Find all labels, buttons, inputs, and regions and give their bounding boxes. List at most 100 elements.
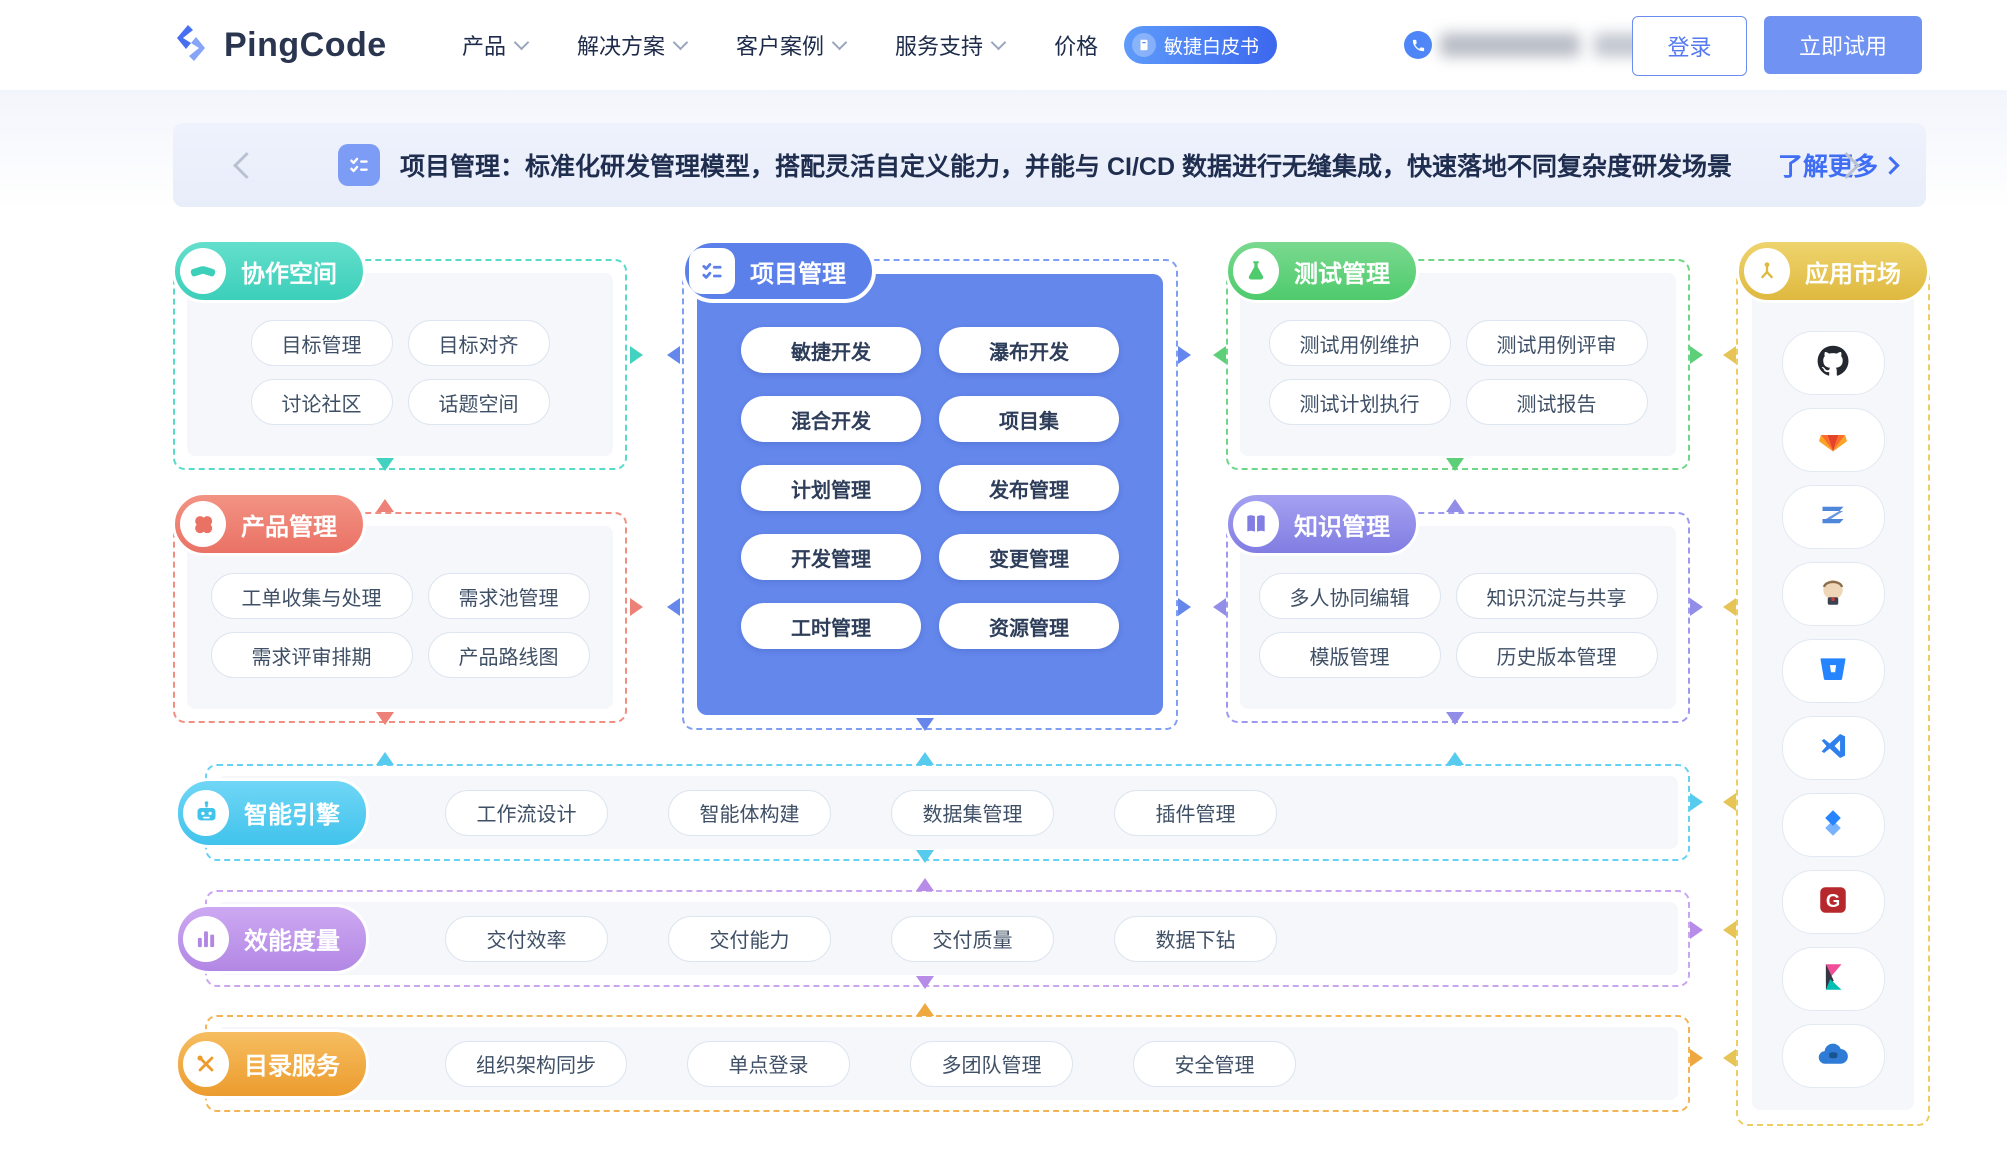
project-mgmt-header: 项目管理 <box>681 239 876 303</box>
connector-arrow <box>1213 598 1226 616</box>
logo-text: PingCode <box>224 25 387 64</box>
feature-chip: 工时管理 <box>741 603 921 649</box>
chevron-down-icon <box>831 34 848 51</box>
login-button[interactable]: 登录 <box>1632 16 1747 76</box>
app-pill <box>1781 562 1885 626</box>
connector-arrow <box>376 458 394 471</box>
ai-engine-section: 工作流设计 智能体构建 数据集管理 插件管理 智能引擎 <box>175 764 1690 861</box>
product-mgmt-section: 产品管理 工单收集与处理 需求池管理 需求评审排期 产品路线图 <box>172 492 627 723</box>
connector-arrow <box>1690 598 1703 616</box>
trial-button[interactable]: 立即试用 <box>1764 16 1922 74</box>
phone-number[interactable] <box>1404 31 1664 59</box>
connector-arrow <box>1446 752 1464 765</box>
app-pill <box>1781 408 1885 472</box>
feature-chip: 测试用例维护 <box>1268 320 1451 366</box>
banner-text: 项目管理：标准化研发管理模型，搭配灵活自定义能力，并能与 CI/CD 数据进行无… <box>400 153 1732 181</box>
metrics-section: 交付效率 交付能力 交付质量 数据下钻 效能度量 <box>175 890 1690 987</box>
feature-chip: 目标对齐 <box>407 320 550 366</box>
chevron-down-icon <box>513 34 530 51</box>
connector-arrow <box>630 346 643 364</box>
plug-icon <box>1744 248 1790 294</box>
feature-chip: 瀑布开发 <box>939 327 1119 373</box>
nav-item-customers[interactable]: 客户案例 <box>736 29 848 61</box>
nav-item-pricing[interactable]: 价格 <box>1054 34 1099 59</box>
tools-icon <box>183 1040 229 1087</box>
pingcode-logo-icon <box>170 22 212 69</box>
connector-arrow <box>667 346 680 364</box>
connector-arrow <box>376 752 394 765</box>
top-navbar: PingCode 产品 解决方案 客户案例 服务支持 价格 敏捷白皮书 登录 立… <box>0 0 2007 90</box>
feature-chip: 安全管理 <box>1133 1040 1296 1087</box>
ai-engine-header: 智能引擎 <box>175 777 369 848</box>
connector-arrow <box>916 976 934 989</box>
feature-chip: 混合开发 <box>741 396 921 442</box>
app-pill <box>1781 639 1885 703</box>
connector-arrow <box>1690 793 1703 811</box>
jira-icon <box>1816 806 1850 845</box>
handshake-icon <box>180 248 226 294</box>
feature-chip: 测试报告 <box>1465 379 1648 425</box>
feature-chip: 计划管理 <box>741 465 921 511</box>
feature-chip: 交付效率 <box>445 915 608 962</box>
connector-arrow <box>1446 458 1464 471</box>
whitepaper-badge[interactable]: 敏捷白皮书 <box>1124 26 1278 64</box>
jenkins-icon <box>1815 574 1851 615</box>
connector-arrow <box>1723 921 1736 939</box>
feature-chip: 组织架构同步 <box>445 1040 627 1087</box>
connector-arrow <box>916 752 934 765</box>
app-market-section: G 应用市场 <box>1736 239 1930 1126</box>
flower-icon <box>180 501 226 547</box>
test-mgmt-header: 测试管理 <box>1225 239 1419 303</box>
connector-arrow <box>1446 712 1464 725</box>
feature-chip: 智能体构建 <box>668 789 831 836</box>
directory-service-section: 组织架构同步 单点登录 多团队管理 安全管理 目录服务 <box>175 1015 1690 1112</box>
connector-arrow <box>916 878 934 891</box>
feature-chip: 多人协同编辑 <box>1258 573 1441 619</box>
feature-chip: 测试计划执行 <box>1268 379 1451 425</box>
banner-prev-button[interactable] <box>233 151 260 179</box>
pingcode-logo[interactable]: PingCode <box>170 0 387 90</box>
blurred-phone-digits <box>1440 33 1580 57</box>
feature-chip: 交付质量 <box>891 915 1054 962</box>
feature-chip: 发布管理 <box>939 465 1119 511</box>
app-pill: G <box>1781 870 1885 934</box>
feature-chip: 知识沉淀与共享 <box>1455 573 1658 619</box>
feature-chip: 多团队管理 <box>910 1040 1073 1087</box>
book-badge-icon <box>1132 33 1156 57</box>
connector-arrow <box>916 1003 934 1016</box>
collab-space-header: 协作空间 <box>172 239 366 303</box>
feature-chip: 敏捷开发 <box>741 327 921 373</box>
chevron-right-icon <box>1881 155 1900 175</box>
knowledge-mgmt-header: 知识管理 <box>1225 492 1419 556</box>
announcement-banner: 项目管理：标准化研发管理模型，搭配灵活自定义能力，并能与 CI/CD 数据进行无… <box>173 123 1926 207</box>
connector-arrow <box>1723 346 1736 364</box>
feature-chip: 话题空间 <box>407 379 550 425</box>
connector-arrow <box>1178 346 1191 364</box>
app-pill <box>1781 485 1885 549</box>
nav-menu: 产品 解决方案 客户案例 服务支持 价格 <box>462 0 1098 90</box>
test-mgmt-section: 测试管理 测试用例维护 测试用例评审 测试计划执行 测试报告 <box>1225 239 1690 470</box>
connector-arrow <box>1723 1049 1736 1067</box>
connector-arrow <box>1446 499 1464 512</box>
flask-icon <box>1233 248 1279 294</box>
zadig-icon <box>1815 497 1851 538</box>
connector-arrow <box>1213 346 1226 364</box>
feature-chip: 历史版本管理 <box>1455 632 1658 678</box>
bitbucket-icon <box>1816 652 1850 691</box>
app-pill <box>1781 716 1885 780</box>
nav-item-support[interactable]: 服务支持 <box>895 29 1007 61</box>
feature-chip: 插件管理 <box>1114 789 1277 836</box>
learn-more-link[interactable]: 了解更多 <box>1778 147 1900 183</box>
feature-chip: 测试用例评审 <box>1465 320 1648 366</box>
bar-chart-icon <box>183 915 229 962</box>
feature-chip: 工单收集与处理 <box>210 573 413 619</box>
nav-item-products[interactable]: 产品 <box>462 29 530 61</box>
checklist-icon <box>689 248 735 294</box>
robot-icon <box>183 789 229 836</box>
app-pill <box>1781 331 1885 395</box>
svg-text:G: G <box>1826 890 1840 911</box>
feature-chip: 数据下钻 <box>1114 915 1277 962</box>
gitee-icon: G <box>1816 883 1850 922</box>
nav-item-solutions[interactable]: 解决方案 <box>577 29 689 61</box>
app-pill <box>1781 793 1885 857</box>
